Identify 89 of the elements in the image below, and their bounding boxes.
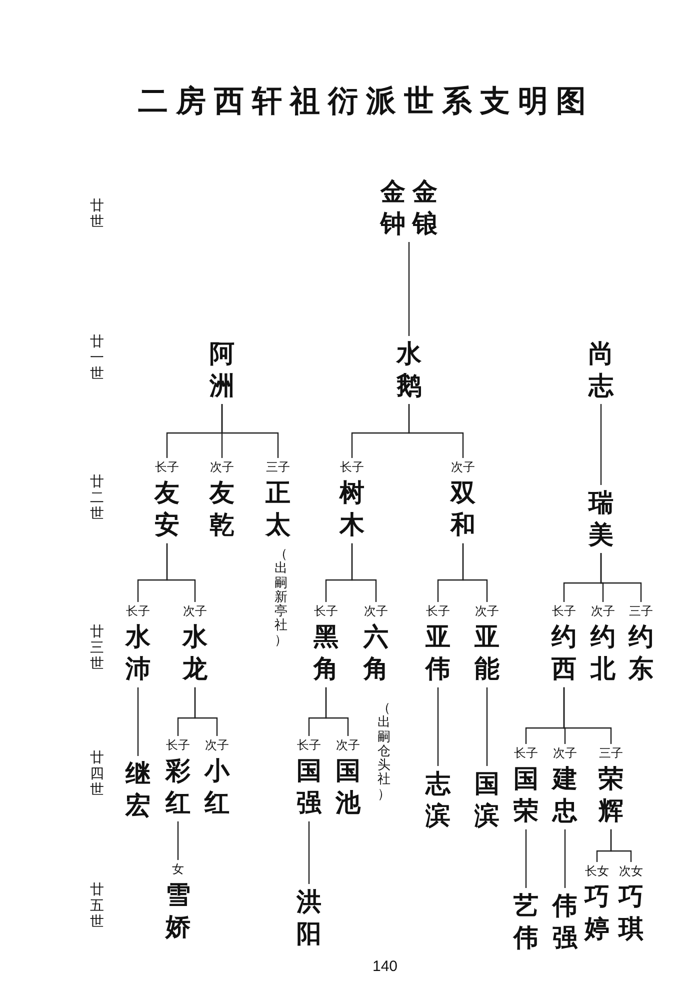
person-name: 小红 [204,755,230,820]
person-name: 金锒 [412,176,438,240]
relation-label: 三子 [599,746,623,760]
person-name: 约西 [552,621,576,686]
relation-label: 长女 [585,864,609,878]
relation-label: 长子 [297,738,321,752]
connector-line [610,829,632,862]
person-name: 彩红 [166,755,190,820]
generation-label: 廿三世 [90,624,104,672]
relation-label: 次子 [205,738,229,752]
generation-label: 廿世 [90,198,104,230]
person-name: 水沛 [126,621,150,686]
person-name: 国强 [296,755,322,820]
person-name: 树木 [340,477,364,542]
person-name: 金钟 [380,176,406,240]
person-name: 巧琪 [618,881,644,946]
person-name: 双和 [450,477,476,542]
relation-label: 次子 [336,738,360,752]
chart-title: 二房西轩祖衍派世系支明图 [138,84,594,120]
relation-label: 长子 [426,604,450,618]
relation-label: 长子 [314,604,338,618]
connector-line [221,404,279,458]
person-name: 志滨 [426,768,450,832]
person-name: 亚能 [474,621,500,686]
person-name: 艺伟 [514,890,538,954]
relation-label: 次子 [364,604,388,618]
connector-line [600,404,602,485]
generation-label: 廿五世 [90,882,104,930]
relation-label: 长子 [166,738,190,752]
person-name: 友乾 [210,477,234,542]
relation-label: 长子 [126,604,150,618]
relation-label: 三子 [629,604,653,618]
relation-label: 次子 [553,746,577,760]
relation-label: 次子 [451,460,475,474]
person-name: 瑞美 [588,487,614,551]
connector-line [462,543,488,602]
relation-label: 次女 [619,864,643,878]
connector-line [600,553,642,602]
person-name: 雪娇 [166,879,190,944]
person-name: 约北 [590,621,616,686]
generation-label: 廿一世 [90,334,104,382]
person-name: 友安 [154,477,180,542]
person-name: 巧婷 [584,881,610,946]
person-name: 伟强 [552,890,578,954]
person-name: 亚伟 [426,621,450,686]
person-name: 建忠 [552,763,578,828]
person-name: 国荣 [514,763,538,828]
connector-line [564,829,566,888]
person-name: 国池 [336,755,360,820]
generation-label: 廿四世 [90,750,104,798]
person-name: 继宏 [126,758,150,822]
connector-line [525,829,527,888]
relation-label: 次子 [475,604,499,618]
page-number: 140 [372,958,398,976]
person-name: 水鹅 [396,338,422,402]
person-name: 六角 [364,621,388,686]
person-name: 约东 [628,621,654,686]
person-name: 国滨 [474,768,500,832]
connector-line [194,687,218,736]
relation-label: 女 [172,862,184,876]
connector-line [137,687,139,756]
relation-label: 长子 [155,460,179,474]
connector-line [408,404,464,458]
connector-line [563,687,612,744]
relation-label: 次子 [591,604,615,618]
connector-line [325,687,349,736]
note-text: （出嗣仓头社） [378,702,390,802]
relation-label: 长子 [514,746,538,760]
person-name: 尚志 [588,338,614,402]
connector-line [408,242,410,336]
relation-label: 次子 [183,604,207,618]
connector-line [177,821,179,860]
person-name: 阿洲 [210,338,234,402]
note-text: （出嗣新亭社） [274,548,288,648]
person-name: 荣辉 [598,763,624,828]
connector-line [166,543,196,602]
person-name: 水龙 [182,621,208,686]
relation-label: 长子 [340,460,364,474]
relation-label: 次子 [210,460,234,474]
person-name: 黑角 [314,621,338,686]
connector-line [437,687,439,766]
connector-line [308,821,310,884]
connector-line [486,687,488,766]
generation-label: 廿二世 [90,474,104,522]
person-name: 洪阳 [296,886,322,950]
person-name: 正太 [266,477,290,542]
relation-label: 长子 [552,604,576,618]
connector-line [351,543,377,602]
relation-label: 三子 [266,460,290,474]
